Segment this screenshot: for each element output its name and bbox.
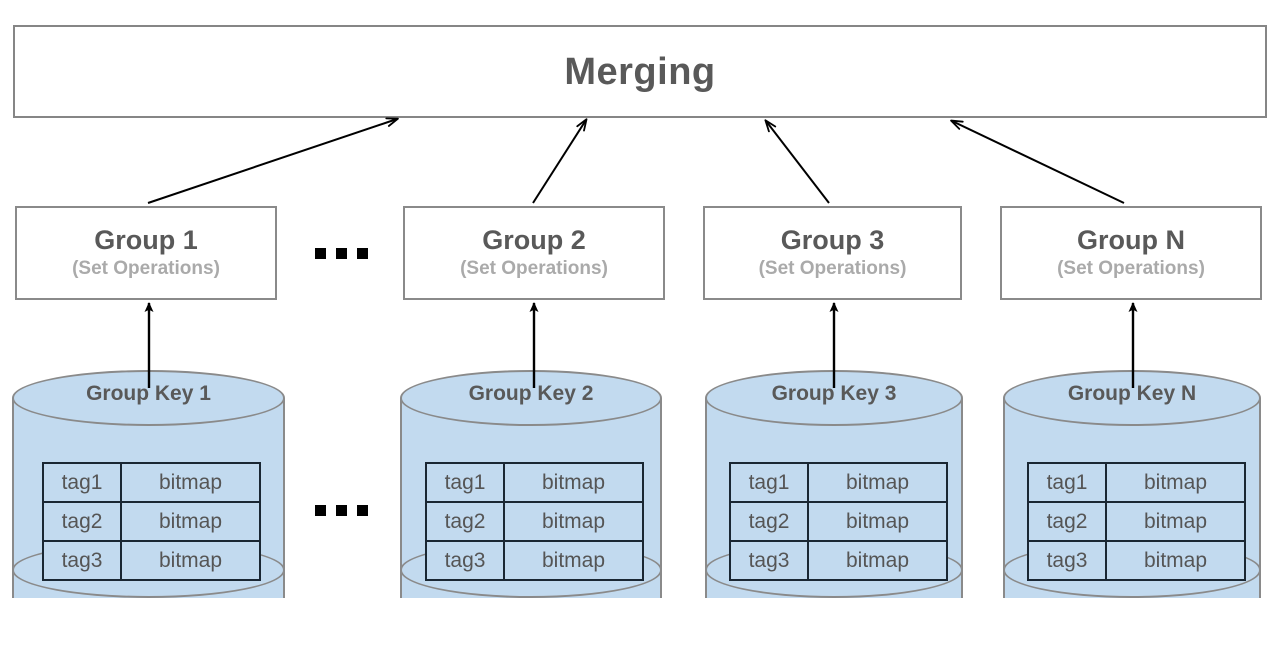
store-cylinder-3: Group Key 3 tag1 bitmap tag2 bitmap tag3… bbox=[705, 370, 963, 626]
bitmap-cell: bitmap bbox=[807, 501, 948, 542]
table-row: tag1 bitmap bbox=[425, 462, 644, 503]
tag-cell: tag3 bbox=[425, 540, 505, 581]
ellipsis-dot bbox=[336, 248, 347, 259]
group-title: Group 3 bbox=[780, 225, 885, 256]
store-label: Group Key 3 bbox=[771, 382, 897, 405]
bitmap-cell: bitmap bbox=[807, 540, 948, 581]
store-cylinder-n: Group Key N tag1 bitmap tag2 bitmap tag3… bbox=[1003, 370, 1261, 626]
cylinder-top-ellipse bbox=[400, 370, 662, 426]
bitmap-cell: bitmap bbox=[1105, 462, 1246, 503]
tag-cell: tag2 bbox=[42, 501, 122, 542]
arrow-group1-to-merging bbox=[147, 117, 399, 204]
store-label: Group Key 1 bbox=[86, 382, 211, 405]
group-title: Group N bbox=[1077, 225, 1185, 256]
group-box-2: Group 2 (Set Operations) bbox=[403, 206, 665, 300]
table-row: tag2 bitmap bbox=[1027, 501, 1246, 542]
tag-bitmap-table: tag1 bitmap tag2 bitmap tag3 bitmap bbox=[425, 462, 644, 581]
ellipsis-stores bbox=[315, 505, 368, 516]
tag-cell: tag2 bbox=[1027, 501, 1107, 542]
group-subtitle: (Set Operations) bbox=[460, 257, 608, 279]
store-cylinder-2: Group Key 2 tag1 bitmap tag2 bitmap tag3… bbox=[400, 370, 662, 626]
table-row: tag3 bitmap bbox=[42, 540, 261, 581]
tag-cell: tag3 bbox=[42, 540, 122, 581]
group-box-1: Group 1 (Set Operations) bbox=[15, 206, 277, 300]
arrow-group2-to-merging bbox=[532, 118, 588, 204]
tag-bitmap-table: tag1 bitmap tag2 bitmap tag3 bitmap bbox=[729, 462, 948, 581]
arrow-groupn-to-merging bbox=[950, 119, 1125, 204]
ellipsis-dot bbox=[357, 248, 368, 259]
table-row: tag3 bitmap bbox=[1027, 540, 1246, 581]
bitmap-cell: bitmap bbox=[1105, 501, 1246, 542]
group-box-n: Group N (Set Operations) bbox=[1000, 206, 1262, 300]
bitmap-cell: bitmap bbox=[120, 501, 261, 542]
group-subtitle: (Set Operations) bbox=[72, 257, 220, 279]
bitmap-cell: bitmap bbox=[503, 501, 644, 542]
group-subtitle: (Set Operations) bbox=[758, 257, 907, 279]
ellipsis-dot bbox=[315, 248, 326, 259]
table-row: tag3 bitmap bbox=[729, 540, 948, 581]
group-title: Group 2 bbox=[482, 225, 586, 256]
tag-cell: tag1 bbox=[425, 462, 505, 503]
store-label: Group Key 2 bbox=[468, 382, 594, 405]
table-row: tag2 bitmap bbox=[729, 501, 948, 542]
table-row: tag2 bitmap bbox=[42, 501, 261, 542]
tag-cell: tag3 bbox=[1027, 540, 1107, 581]
table-row: tag1 bitmap bbox=[42, 462, 261, 503]
bitmap-cell: bitmap bbox=[503, 540, 644, 581]
store-label: Group Key N bbox=[1067, 382, 1197, 405]
group-subtitle: (Set Operations) bbox=[1057, 257, 1205, 279]
table-row: tag1 bitmap bbox=[1027, 462, 1246, 503]
ellipsis-dot bbox=[315, 505, 326, 516]
ellipsis-dot bbox=[336, 505, 347, 516]
bitmap-cell: bitmap bbox=[120, 462, 261, 503]
bitmap-cell: bitmap bbox=[503, 462, 644, 503]
table-row: tag3 bitmap bbox=[425, 540, 644, 581]
bitmap-cell: bitmap bbox=[807, 462, 948, 503]
ellipsis-dot bbox=[357, 505, 368, 516]
store-cylinder-1: Group Key 1 tag1 bitmap tag2 bitmap tag3… bbox=[12, 370, 285, 626]
tag-cell: tag1 bbox=[729, 462, 809, 503]
group-box-3: Group 3 (Set Operations) bbox=[703, 206, 962, 300]
tag-bitmap-table: tag1 bitmap tag2 bitmap tag3 bitmap bbox=[1027, 462, 1246, 581]
group-title: Group 1 bbox=[94, 225, 198, 256]
tag-cell: tag3 bbox=[729, 540, 809, 581]
bitmap-cell: bitmap bbox=[1105, 540, 1246, 581]
tag-bitmap-table: tag1 bitmap tag2 bitmap tag3 bitmap bbox=[42, 462, 261, 581]
ellipsis-groups bbox=[315, 248, 368, 259]
merging-box: Merging bbox=[13, 25, 1267, 118]
bitmap-cell: bitmap bbox=[120, 540, 261, 581]
arrow-group3-to-merging bbox=[764, 119, 830, 204]
tag-cell: tag2 bbox=[425, 501, 505, 542]
tag-cell: tag1 bbox=[1027, 462, 1107, 503]
merging-title: Merging bbox=[564, 50, 716, 93]
table-row: tag2 bitmap bbox=[425, 501, 644, 542]
tag-cell: tag2 bbox=[729, 501, 809, 542]
table-row: tag1 bitmap bbox=[729, 462, 948, 503]
tag-cell: tag1 bbox=[42, 462, 122, 503]
